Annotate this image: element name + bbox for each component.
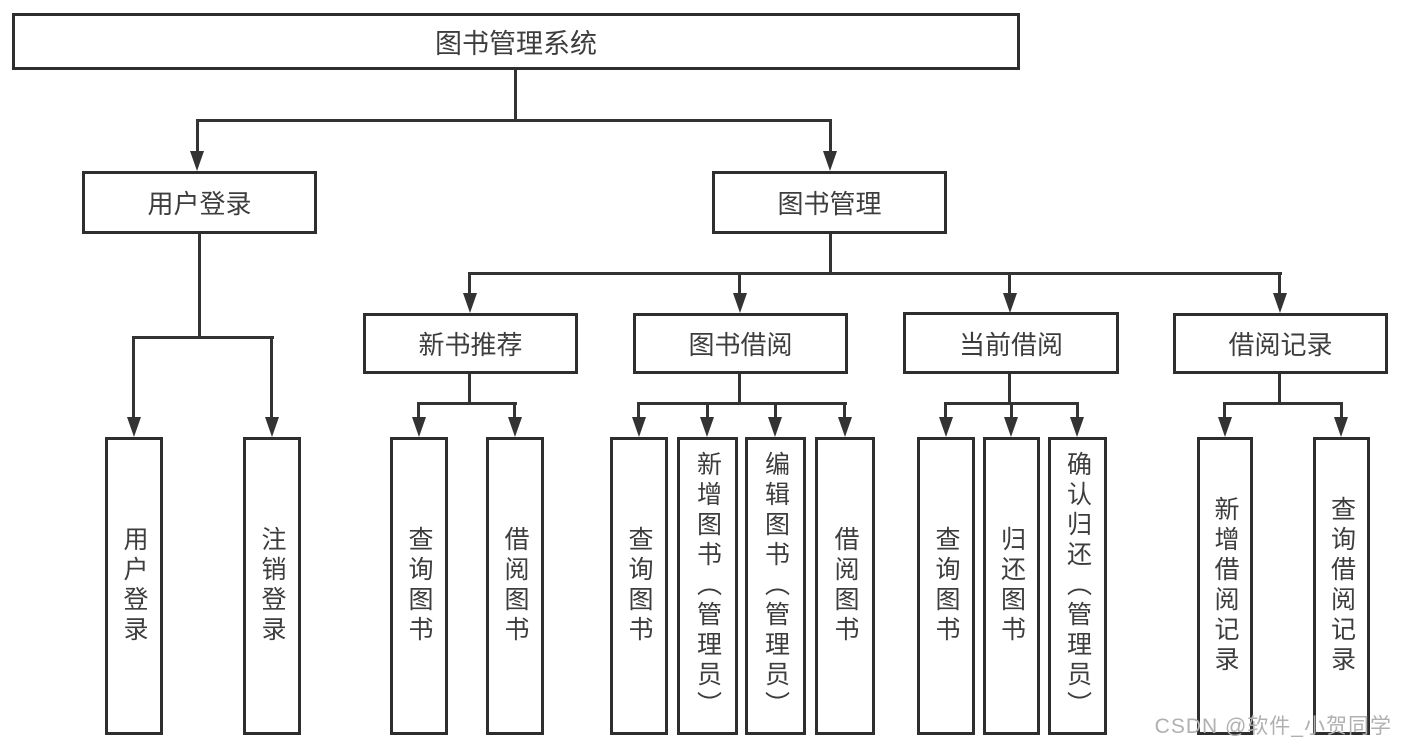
arrow-down-icon (412, 417, 426, 437)
connector-line (706, 402, 709, 420)
arrow-down-icon (1218, 417, 1232, 437)
arrow-down-icon (1004, 417, 1018, 437)
node-library-system: 图书管理系统 (12, 13, 1020, 70)
node-user-login: 用户登录 (82, 171, 317, 234)
connector-line (774, 402, 777, 420)
watermark: CSDN @软件_小贺同学 (1154, 715, 1392, 738)
leaf-add-books-admin: 新增图书（管理员） (677, 437, 738, 735)
arrow-down-icon (463, 293, 477, 313)
connector-line (1278, 374, 1281, 405)
connector-line (513, 402, 516, 420)
node-book-management: 图书管理 (712, 171, 947, 234)
leaf-borrow-books: 借阅图书 (815, 437, 875, 735)
arrow-down-icon (190, 151, 204, 171)
connector-line (469, 272, 1282, 275)
arrow-down-icon (508, 417, 522, 437)
leaf-query-books-recommend: 查询图书 (390, 437, 448, 735)
connector-line (1008, 272, 1011, 296)
connector-line (514, 70, 517, 122)
leaf-edit-books-admin: 编辑图书（管理员） (745, 437, 806, 735)
leaf-query-books-current: 查询图书 (917, 437, 975, 735)
arrow-down-icon (733, 293, 747, 313)
leaf-return-books: 归还图书 (983, 437, 1040, 735)
node-borrowing-records: 借阅记录 (1173, 313, 1388, 374)
node-new-book-recommendation: 新书推荐 (363, 313, 578, 374)
connector-line (1278, 272, 1281, 296)
arrow-down-icon (632, 417, 646, 437)
arrow-down-icon (265, 417, 279, 437)
node-current-borrowing: 当前借阅 (903, 312, 1119, 374)
connector-line (738, 272, 741, 296)
leaf-query-books-borrow: 查询图书 (610, 437, 668, 735)
connector-line (1010, 402, 1013, 420)
leaf-user-login: 用户登录 (105, 437, 163, 735)
arrow-down-icon (127, 417, 141, 437)
connector-line (1076, 402, 1079, 420)
connector-line (468, 374, 471, 405)
connector-line (637, 402, 640, 420)
connector-line (132, 336, 135, 419)
leaf-query-borrow-record: 查询借阅记录 (1313, 437, 1370, 735)
arrow-down-icon (1273, 293, 1287, 313)
connector-line (1224, 402, 1343, 405)
connector-line (196, 119, 199, 153)
connector-line (468, 272, 471, 296)
connector-line (417, 402, 420, 420)
arrow-down-icon (768, 417, 782, 437)
connector-line (638, 402, 847, 405)
arrow-down-icon (1003, 293, 1017, 313)
arrow-down-icon (838, 417, 852, 437)
connector-line (829, 234, 832, 275)
leaf-borrow-books-recommend: 借阅图书 (486, 437, 544, 735)
connector-line (198, 234, 201, 339)
connector-line (270, 336, 273, 419)
connector-line (418, 402, 517, 405)
connector-line (196, 119, 832, 122)
arrow-down-icon (700, 417, 714, 437)
arrow-down-icon (1334, 417, 1348, 437)
arrow-down-icon (939, 417, 953, 437)
leaf-add-borrow-record: 新增借阅记录 (1197, 437, 1253, 735)
leaf-confirm-return-admin: 确认归还（管理员） (1048, 437, 1107, 735)
leaf-logout-login: 注销登录 (243, 437, 301, 735)
connector-line (738, 374, 741, 405)
connector-line (944, 402, 947, 420)
connector-line (133, 336, 274, 339)
connector-line (843, 402, 846, 420)
connector-line (829, 119, 832, 153)
arrow-down-icon (823, 151, 837, 171)
arrow-down-icon (1070, 417, 1084, 437)
node-book-borrowing: 图书借阅 (633, 313, 848, 374)
connector-line (1008, 374, 1011, 405)
connector-line (1223, 402, 1226, 420)
connector-line (1340, 402, 1343, 420)
